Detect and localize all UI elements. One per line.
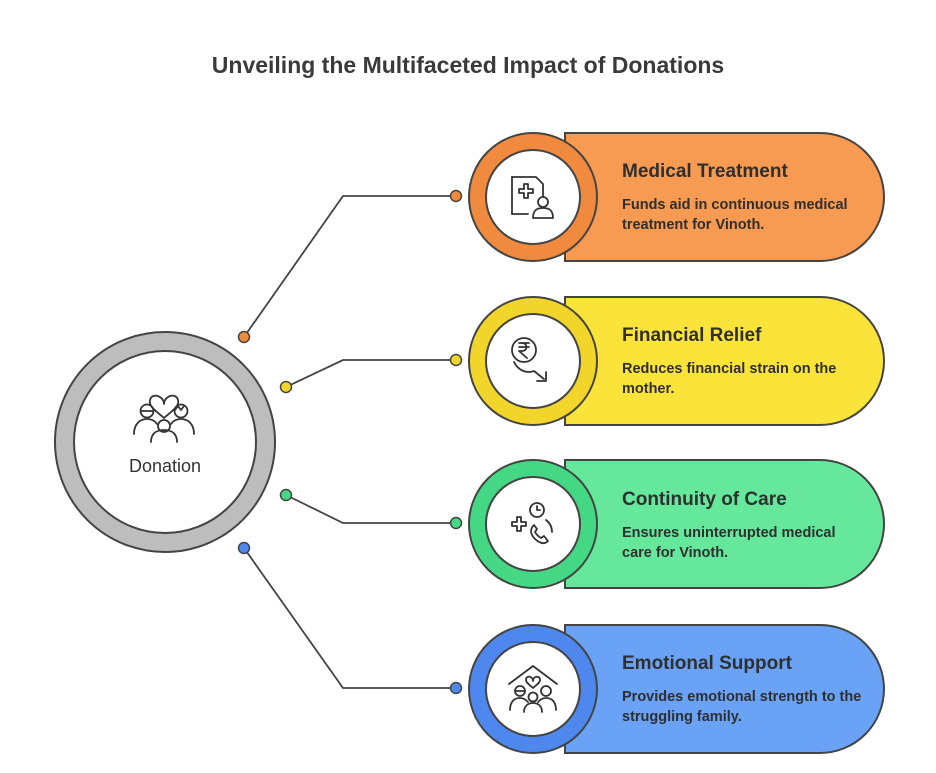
rupee-down-icon [511,337,547,382]
card-text-financial: Financial Relief Reduces financial strai… [622,325,862,399]
card-description: Reduces financial strain on the mother. [622,361,837,397]
hub-label: Donation [128,456,202,476]
card-description: Provides emotional strength to the strug… [622,689,862,725]
dot-emotional-card [449,681,463,695]
card-financial-relief [468,296,885,426]
card-description: Funds aid in continuous medical treatmen… [622,197,848,233]
family-home-icon [508,665,558,713]
medical-phone-clock-icon [511,502,553,545]
card-text-medical: Medical Treatment Funds aid in continuou… [622,161,862,235]
page-title: Unveiling the Multifaceted Impact of Don… [211,52,725,78]
card-description: Ensures uninterrupted medical care for V… [622,525,836,561]
connector-medical [243,195,456,338]
card-heading: Financial Relief [622,325,762,346]
medical-record-icon [511,176,554,219]
dot-financial-hub [279,380,293,394]
card-text-continuity: Continuity of Care Ensures uninterrupted… [622,489,862,563]
card-emotional-support [468,624,885,754]
dot-financial-card [449,353,463,367]
card-heading: Continuity of Care [622,489,787,510]
connector-emotional [243,547,456,689]
card-medical-treatment [468,132,885,262]
card-heading: Emotional Support [622,653,792,674]
dot-continuity-card [449,516,463,530]
family-heart-icon [133,394,195,443]
donation-hub [54,331,276,553]
connector-financial [285,359,456,388]
card-continuity-of-care [468,459,885,589]
connector-continuity [285,494,456,524]
dot-emotional-hub [237,541,251,555]
card-text-emotional: Emotional Support Provides emotional str… [622,653,862,727]
card-heading: Medical Treatment [622,161,788,182]
dot-medical-hub [237,330,251,344]
dot-continuity-hub [279,488,293,502]
dot-medical-card [449,189,463,203]
